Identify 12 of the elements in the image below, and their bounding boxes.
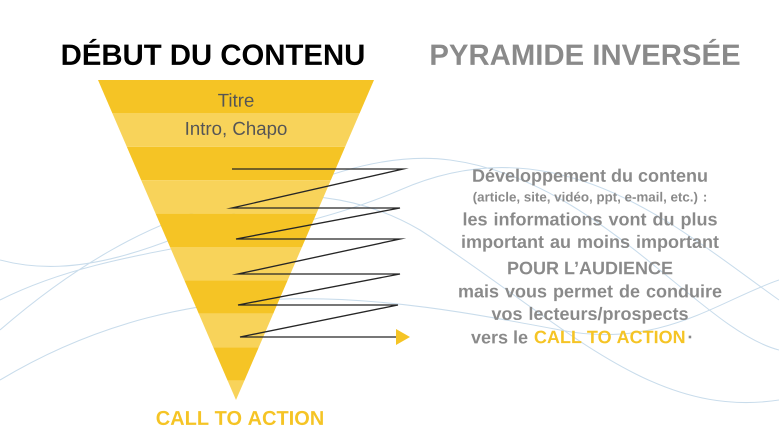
- pyramid-band: Intro, Chapo: [112, 113, 360, 147]
- heading: PYRAMIDE INVERSÉE: [431, 38, 740, 66]
- period: .: [688, 336, 692, 338]
- paragraph-line: vers le: [471, 330, 528, 344]
- paragraph-line: Développement du contenu: [473, 168, 707, 186]
- pyramid-band: Titre: [98, 80, 374, 114]
- paragraph-line: les informations vont du plus important au moins important: [462, 212, 719, 252]
- node-label: DÉBUT DU CONTENU: [62, 38, 364, 66]
- paragraph-line: (article, site, vidéo, ppt, e-mail, etc.) :: [473, 192, 706, 204]
- highlighted-text: CALL TO ACTION: [534, 330, 684, 344]
- bottom-caption: CALL TO ACTION: [156, 410, 323, 426]
- paragraph-line: POUR L’AUDIENCE: [508, 262, 672, 274]
